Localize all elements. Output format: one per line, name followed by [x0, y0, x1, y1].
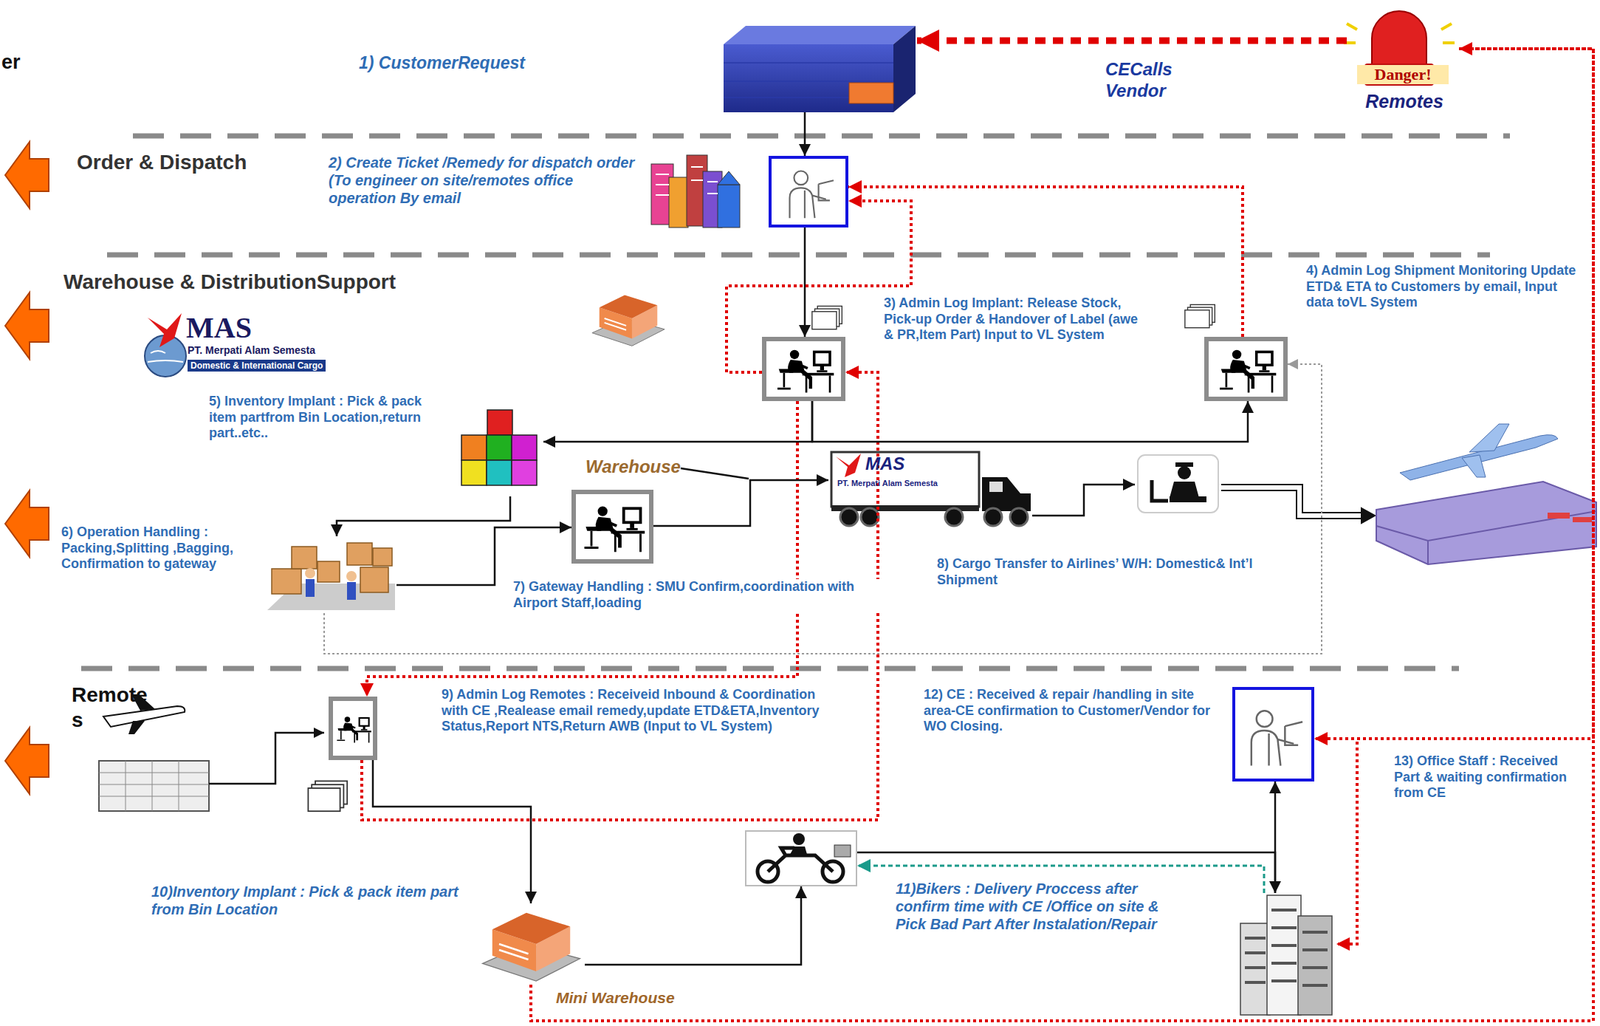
- step-label: 5) Inventory Implant : Pick & pack item …: [208, 393, 446, 442]
- server-icon: [723, 25, 916, 113]
- city-buildings-icon: [651, 155, 740, 228]
- place-label: Mini Warehouse: [555, 987, 726, 1007]
- connector: [396, 527, 572, 585]
- place-label: Warehouse: [585, 456, 682, 478]
- admin-desk: 4) Admin Log Shipment Monitoring Update …: [1204, 336, 1288, 401]
- admin-worker-icon: [336, 716, 371, 743]
- truck-illustration: [831, 451, 1031, 526]
- customs-node: 8) Cargo Transfer to Airlines’ W/H: Dome…: [1134, 451, 1222, 516]
- engineer-desk: 12) CE : Received & repair /handling in …: [1232, 686, 1315, 782]
- section-separators: [81, 135, 1510, 669]
- step-label: 3) Admin Log Implant: Release Stock, Pic…: [883, 295, 1139, 344]
- admin-worker-icon: [777, 349, 834, 393]
- biker-node: 11)Bikers : Delivery Proccess after conf…: [744, 829, 858, 887]
- step-label: 4) Admin Log Shipment Monitoring Update …: [1306, 262, 1587, 311]
- step-label: 6) Operation Handling : Packing,Splittin…: [61, 524, 246, 573]
- connector: [366, 400, 798, 697]
- office-building-icon: [1240, 894, 1332, 1015]
- truck-node: MAS PT. Merpati Alam Semesta: [828, 448, 1033, 529]
- alarm-node: Danger!Remotes: [1346, 5, 1459, 88]
- step-label: 9) Admin Log Remotes : Receiveid Inbound…: [441, 686, 841, 735]
- section-heading: Remote s: [71, 682, 155, 732]
- step-label: 11)Bikers : Delivery Proccess after conf…: [895, 879, 1184, 933]
- section-arrows: [5, 141, 49, 794]
- logo-text: MAS: [186, 310, 275, 346]
- office-node: 13) Office Staff : Received Part & waiti…: [1234, 892, 1337, 1015]
- motorbike-icon: [757, 832, 851, 882]
- admin-desk: 9) Admin Log Remotes : Receiveid Inbound…: [328, 696, 378, 760]
- server-node: 1) CustomerRequest: [717, 25, 918, 113]
- remote-airport-illustration: [98, 694, 325, 811]
- warehouse-icon: [592, 295, 665, 347]
- connector: [1336, 48, 1594, 944]
- inventory-blocks-icon: [461, 409, 537, 486]
- connector: [543, 400, 813, 442]
- papers-icon: [307, 780, 348, 811]
- step-label: 8) Cargo Transfer to Airlines’ W/H: Dome…: [936, 555, 1292, 588]
- alarm-caption: Remotes: [1345, 90, 1464, 113]
- admin-desk: 3) Admin Log Implant: Release Stock, Pic…: [761, 336, 846, 401]
- connector: [804, 112, 807, 156]
- logo-text: PT. Merpati Alam Semesta: [837, 478, 974, 489]
- section-heading: Warehouse & DistributionSupport: [63, 269, 477, 295]
- logo-text: MAS: [865, 453, 947, 475]
- connector: [336, 496, 511, 537]
- user-icon: [1251, 710, 1303, 765]
- connector: [372, 759, 531, 903]
- mini-warehouse-node: 10)Inventory Implant : Pick & pack item …: [477, 902, 585, 985]
- admin-worker-icon: [584, 505, 646, 552]
- customs-icon: [1137, 454, 1219, 513]
- section-heading: er: [1, 50, 46, 74]
- connector: [584, 886, 802, 965]
- dispatch-desk: 2) Create Ticket /Remedy for dispatch or…: [768, 155, 849, 228]
- connector: [917, 37, 1347, 45]
- airport-illustration: [1376, 423, 1597, 565]
- step-label: 1) CustomerRequest: [358, 53, 603, 74]
- mini-warehouse-icon: [482, 912, 581, 981]
- section-heading: Order & Dispatch: [76, 149, 299, 175]
- connector: [1032, 484, 1135, 516]
- connector: [530, 48, 1594, 1021]
- user-icon: [790, 170, 835, 218]
- transfer-arrow: [1221, 484, 1375, 523]
- connector: [653, 479, 829, 526]
- logo-text: Domestic & International Cargo: [187, 359, 326, 372]
- connector: [324, 364, 1322, 654]
- alarm-bell-icon: [1343, 11, 1455, 86]
- admin-worker-icon: [1219, 349, 1276, 393]
- step-label: 7) Gateway Handling : SMU Confirm,coordi…: [513, 578, 883, 611]
- step-label: 2) Create Ticket /Remedy for dispatch or…: [328, 153, 639, 207]
- step-label: 13) Office Staff : Received Part & waiti…: [1394, 753, 1568, 802]
- mas-logo: [144, 313, 187, 377]
- connector: [812, 400, 1248, 442]
- step-label: 10)Inventory Implant : Pick & pack item …: [151, 882, 462, 918]
- gateway-desk: 7) Gateway Handling : SMU Confirm,coordi…: [571, 489, 654, 564]
- step-label: 12) CE : Received & repair /handling in …: [923, 686, 1212, 735]
- connector: [804, 227, 807, 337]
- papers-icon: [1185, 304, 1215, 328]
- alarm-text: Danger!: [1357, 64, 1449, 85]
- connector: [1314, 48, 1594, 739]
- packing-illustration: [267, 542, 396, 610]
- logo-text: PT. Merpati Alam Semesta: [187, 344, 316, 357]
- leader-line: [680, 468, 749, 479]
- edge-label: CECalls Vendor: [1105, 59, 1198, 102]
- inventory-node: 5) Inventory Implant : Pick & pack item …: [457, 406, 544, 497]
- packing-node: 6) Operation Handling : Packing,Splittin…: [263, 536, 397, 613]
- papers-icon: [812, 305, 842, 329]
